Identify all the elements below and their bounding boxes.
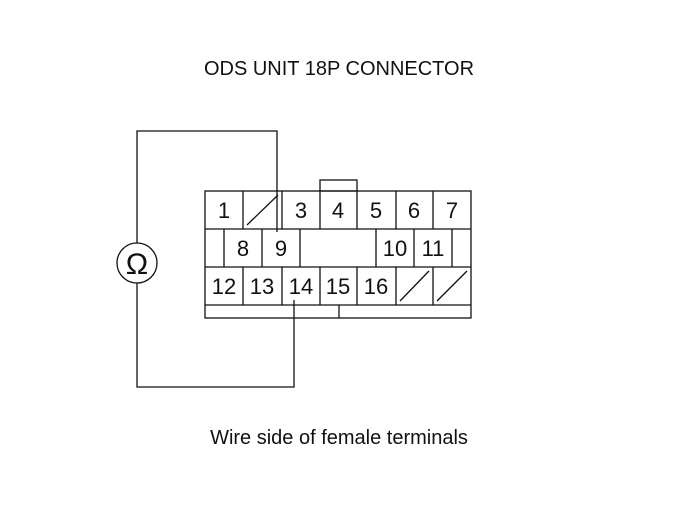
pin-label: 6 xyxy=(408,198,420,223)
diagram-title: ODS UNIT 18P CONNECTOR xyxy=(203,58,475,80)
pin-label: 4 xyxy=(332,198,344,223)
pin-label: 5 xyxy=(370,198,382,223)
pin-label: 3 xyxy=(295,198,307,223)
pin-label: 8 xyxy=(237,236,249,261)
pin-label: 1 xyxy=(218,198,230,223)
blank-cell-slash xyxy=(436,270,468,302)
pin-label: 9 xyxy=(275,236,287,261)
ohm-symbol: Ω xyxy=(126,248,148,281)
pin-label: 10 xyxy=(383,236,407,261)
connector-housing xyxy=(204,179,472,319)
blank-cell-slash xyxy=(246,194,279,226)
probe-wire-bottom xyxy=(136,283,295,388)
diagram-subtitle: Wire side of female terminals xyxy=(210,427,468,449)
blank-cell-slash xyxy=(399,270,430,302)
pin-label: 16 xyxy=(364,274,388,299)
probe-wire-top xyxy=(136,130,278,243)
pin-label: 13 xyxy=(250,274,274,299)
connector-lock-tab xyxy=(319,179,358,192)
pin-label: 14 xyxy=(289,274,313,299)
pin-label: 11 xyxy=(422,236,445,261)
pin-label: 7 xyxy=(446,198,458,223)
pin-label: 15 xyxy=(326,274,350,299)
ohmmeter-icon xyxy=(116,242,158,284)
pin-label: 12 xyxy=(212,274,236,299)
